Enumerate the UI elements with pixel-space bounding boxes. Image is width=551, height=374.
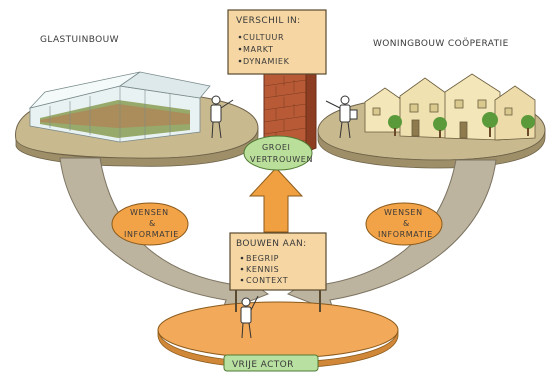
right-person-icon	[325, 95, 358, 139]
build-item-1: BEGRIP	[246, 254, 279, 263]
center-person-icon	[240, 295, 259, 339]
differences-item-3: DYNAMIEK	[243, 57, 290, 66]
left-top-label-text: GLASTUINBOUW	[40, 35, 119, 45]
right-flow-line1: WENSEN	[384, 208, 423, 217]
left-flow-line3: INFORMATIE	[124, 230, 179, 239]
brick-wall-icon	[263, 65, 317, 159]
bottom-label: VRIJE ACTOR	[223, 354, 319, 372]
bottom-label-text: VRIJE ACTOR	[232, 360, 294, 370]
houses-icon	[364, 73, 536, 141]
build-title: BOUWEN AAN:	[236, 239, 307, 249]
left-flow-line1: WENSEN	[130, 208, 169, 217]
up-arrow-icon	[248, 167, 304, 233]
build-item-3: CONTEXT	[246, 276, 288, 285]
differences-item-1: CULTUUR	[243, 33, 284, 42]
trees-icon	[388, 112, 535, 138]
right-flow-line2: &	[403, 219, 410, 228]
left-top-label: GLASTUINBOUW	[35, 29, 161, 47]
left-flow-line2: &	[149, 219, 156, 228]
right-flow-oval: WENSEN & INFORMATIE	[365, 202, 443, 246]
left-flow-oval: WENSEN & INFORMATIE	[111, 202, 189, 246]
greenhouse-icon	[28, 71, 211, 143]
trust-circle: GROEI VERTROUWEN	[243, 135, 313, 171]
right-top-label-text: WONINGBOUW COÖPERATIE	[373, 38, 509, 49]
differences-item-2: MARKT	[243, 45, 273, 54]
differences-sign: VERSCHIL IN: CULTUUR MARKT DYNAMIEK	[227, 9, 327, 75]
differences-title: VERSCHIL IN:	[236, 16, 301, 26]
build-item-2: KENNIS	[246, 265, 279, 274]
right-top-label: WONINGBOUW COÖPERATIE	[368, 33, 528, 51]
build-sign: BOUWEN AAN: BEGRIP KENNIS CONTEXT	[229, 232, 327, 312]
trust-line1: GROEI	[262, 143, 290, 152]
left-person-icon	[210, 95, 234, 139]
trust-line2: VERTROUWEN	[250, 155, 313, 164]
right-flow-line3: INFORMATIE	[378, 230, 433, 239]
